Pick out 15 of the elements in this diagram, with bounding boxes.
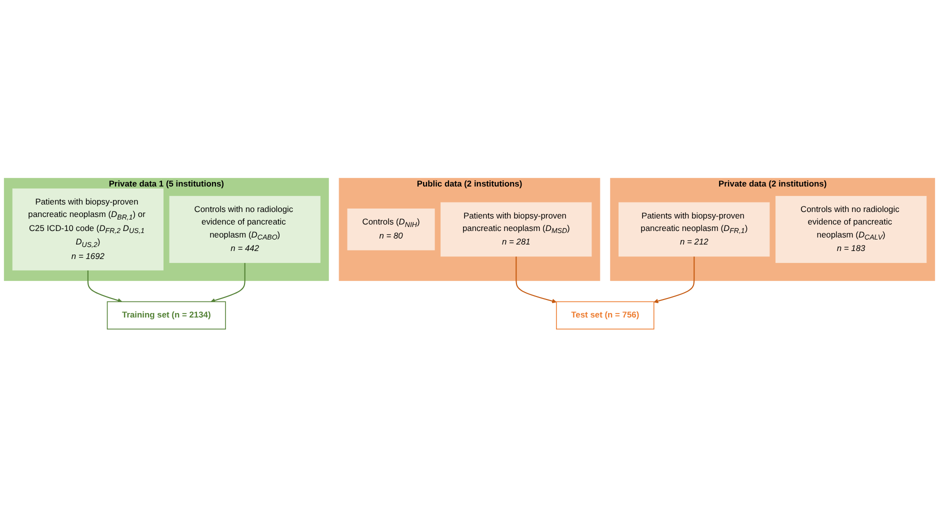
process-box: Patients with biopsy-proven pancreatic neoplasm (D$_{FR,1}$) n = 212: [618, 202, 770, 256]
process-box: Patients with biopsy-proven pancreatic neoplasm (D$_{MSD}$) n = 281: [440, 202, 592, 256]
arrow: [210, 262, 246, 303]
group-title: Private data (2 institutions): [718, 180, 827, 189]
arrow: [516, 256, 557, 304]
process-box: Training set (n = 2134): [106, 301, 226, 330]
process-box: Controls (D$_{NIH}$) n = 80: [347, 208, 435, 250]
arrow: [87, 270, 122, 303]
process-box: Controls with no radiologic evidence of pancreatic neoplasm (D$_{CALV}$) n = 183: [776, 196, 927, 263]
process-box: Test set (n = 756): [556, 301, 654, 330]
process-box: Controls with no radiologic evidence of pancreatic neoplasm (D$_{CABO}$) n = 442: [169, 196, 320, 263]
group-title: Public data (2 institutions): [416, 180, 522, 189]
process-box: Patients with biopsy-proven pancreatic neoplasm (D$_{BR,1}$) or C25 ICD-10 code (D$_{FR,2}$ D$_{US,1}$ D$_{US,2}$) n = 1692: [12, 188, 164, 270]
arrow: [654, 256, 695, 304]
group-title: Private data 1 (5 institutions): [108, 180, 224, 189]
